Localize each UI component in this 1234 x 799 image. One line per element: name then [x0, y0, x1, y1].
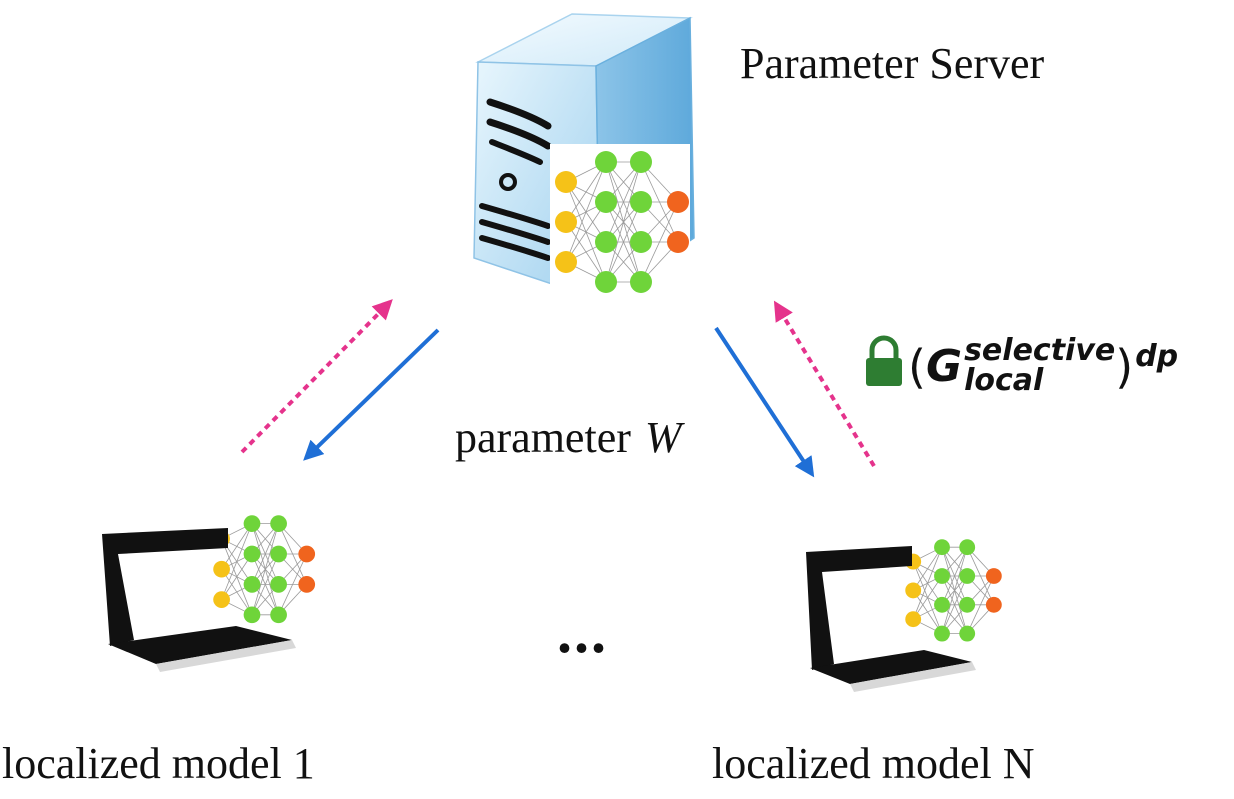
gradient-superscript: selective: [964, 333, 1116, 368]
network-node: [555, 251, 577, 273]
download-arrow-left: [303, 328, 440, 461]
network-node: [595, 191, 617, 213]
lock-icon: [866, 335, 902, 386]
network-node: [243, 606, 261, 624]
network-edge: [605, 161, 642, 243]
laptop-icon: [102, 528, 296, 672]
network-node: [213, 591, 230, 608]
network-node: [934, 539, 950, 556]
server-label: Parameter Server: [740, 39, 1045, 88]
network-edge: [966, 575, 995, 634]
network-node: [298, 545, 316, 563]
network-node: [243, 545, 261, 563]
upload-arrow-left: [240, 299, 393, 454]
laptop-icon: [806, 546, 976, 692]
neural-network-icon: [550, 144, 690, 314]
network-node: [959, 539, 976, 556]
gradient-expression: ( G selective local ) dp: [908, 332, 1178, 402]
dp-superscript: dp: [1135, 339, 1179, 374]
network-node: [595, 231, 617, 253]
network-edge: [251, 553, 279, 615]
client-label-1: localized model 1: [2, 739, 315, 788]
network-edge: [941, 547, 968, 634]
network-node: [959, 625, 976, 642]
network-node: [270, 515, 287, 532]
open-paren: (: [908, 340, 926, 394]
network-edge: [912, 547, 943, 620]
network-node: [298, 576, 316, 593]
network-node: [905, 582, 922, 599]
network-node: [243, 515, 261, 532]
network-edge: [565, 201, 607, 263]
ellipsis: ...: [557, 599, 608, 665]
network-edge: [565, 161, 607, 223]
gradient-symbol: G: [925, 341, 963, 392]
network-node: [667, 191, 689, 213]
network-node: [985, 596, 1002, 613]
network-edge: [605, 161, 642, 283]
network-node: [630, 231, 652, 253]
close-paren: ): [1115, 340, 1134, 394]
network-node: [595, 151, 617, 173]
parameter-variable: W: [644, 413, 682, 462]
network-edge: [251, 523, 279, 585]
network-node: [630, 151, 652, 173]
network-node: [595, 271, 617, 293]
network-node: [243, 576, 261, 593]
network-edge: [605, 201, 642, 283]
network-edge: [278, 553, 308, 615]
network-node: [270, 545, 287, 563]
network-node: [667, 231, 689, 253]
client-label-n: localized model N: [712, 739, 1035, 788]
network-edge: [912, 575, 943, 620]
network-node: [985, 568, 1002, 584]
network-edge: [251, 523, 279, 615]
network-node: [270, 576, 287, 593]
network-edge: [912, 546, 943, 591]
network-edge: [221, 523, 253, 570]
network-node: [555, 211, 577, 233]
parameter-text: parameter: [455, 413, 631, 462]
network-edge: [640, 201, 679, 283]
network-node: [213, 560, 230, 578]
neural-network-icon: [901, 534, 1003, 657]
network-node: [934, 596, 950, 613]
neural-network-icon: [209, 509, 316, 640]
network-edge: [565, 161, 607, 263]
network-node: [934, 625, 950, 642]
network-node: [905, 611, 922, 628]
network-edge: [221, 523, 253, 600]
gradient-scripts: selective local: [964, 332, 1115, 396]
upload-arrow-right: [773, 300, 876, 468]
network-node: [934, 568, 950, 584]
network-edge: [221, 553, 253, 600]
parameter-label: parameter W: [455, 412, 682, 463]
network-node: [959, 596, 976, 613]
network-node: [270, 606, 287, 624]
network-node: [630, 271, 652, 293]
download-arrow-right: [714, 326, 815, 478]
gradient-subscript: local: [964, 363, 1044, 398]
network-edge: [941, 547, 968, 605]
network-node: [630, 191, 652, 213]
network-node: [555, 171, 577, 193]
network-edge: [941, 575, 968, 634]
network-node: [959, 568, 976, 584]
